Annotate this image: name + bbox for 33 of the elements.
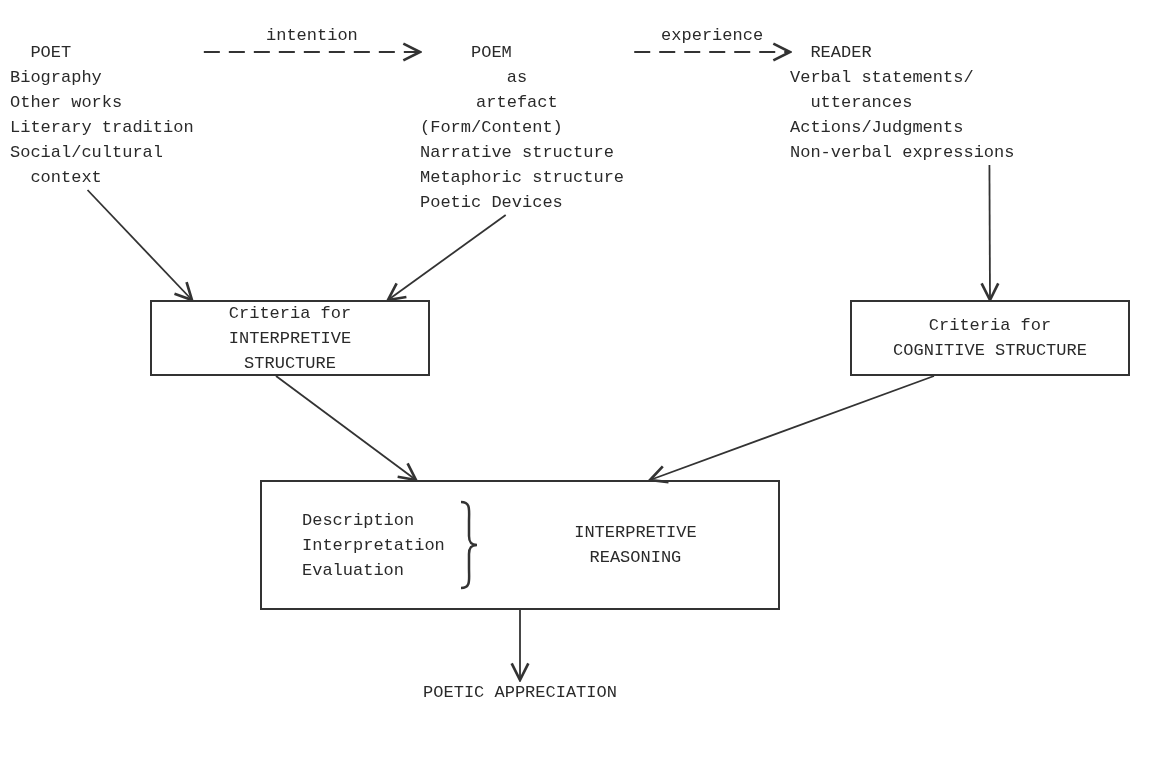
item-text: Verbal statements/ utterances [790,67,975,114]
item-text: Poetic Devices [420,192,564,214]
item-text: Narrative structure [420,142,615,164]
process-box [850,300,1130,376]
process-box [260,480,780,610]
arrow [275,375,418,482]
arrow [202,42,422,62]
list-text: Description [302,509,416,532]
arrow [510,609,530,682]
item-text: Social/cultural context [10,142,165,189]
process-box [150,300,430,376]
item-text: Non-verbal expressions [790,142,1016,164]
box-text: Criteria for COGNITIVE STRUCTURE [893,315,1087,362]
item-text: Actions/Judgments [790,117,965,139]
arrow [980,164,1000,302]
item-text: Other works [10,92,124,114]
item-text: Biography [10,67,103,89]
heading-text: POEM [470,42,513,64]
box-text: Criteria for INTERPRETIVE STRUCTURE [227,302,353,375]
item-text: Metaphoric structure [420,167,626,189]
item-text: as artefact [475,67,559,114]
heading-text: READER [809,42,873,64]
arrow [386,214,507,302]
heading-text: POET [29,42,73,64]
item-text: (Form/Content) [420,117,564,139]
arrow [86,189,194,302]
list-text: Evaluation [302,559,406,582]
result-text: POETIC APPRECIATION [423,682,617,704]
item-text: Literary tradition [10,117,195,139]
arrow [648,375,935,484]
list-text: Interpretation [302,534,445,557]
arrow [633,42,792,62]
heading-text: INTERPRETIVE REASONING [573,522,698,569]
